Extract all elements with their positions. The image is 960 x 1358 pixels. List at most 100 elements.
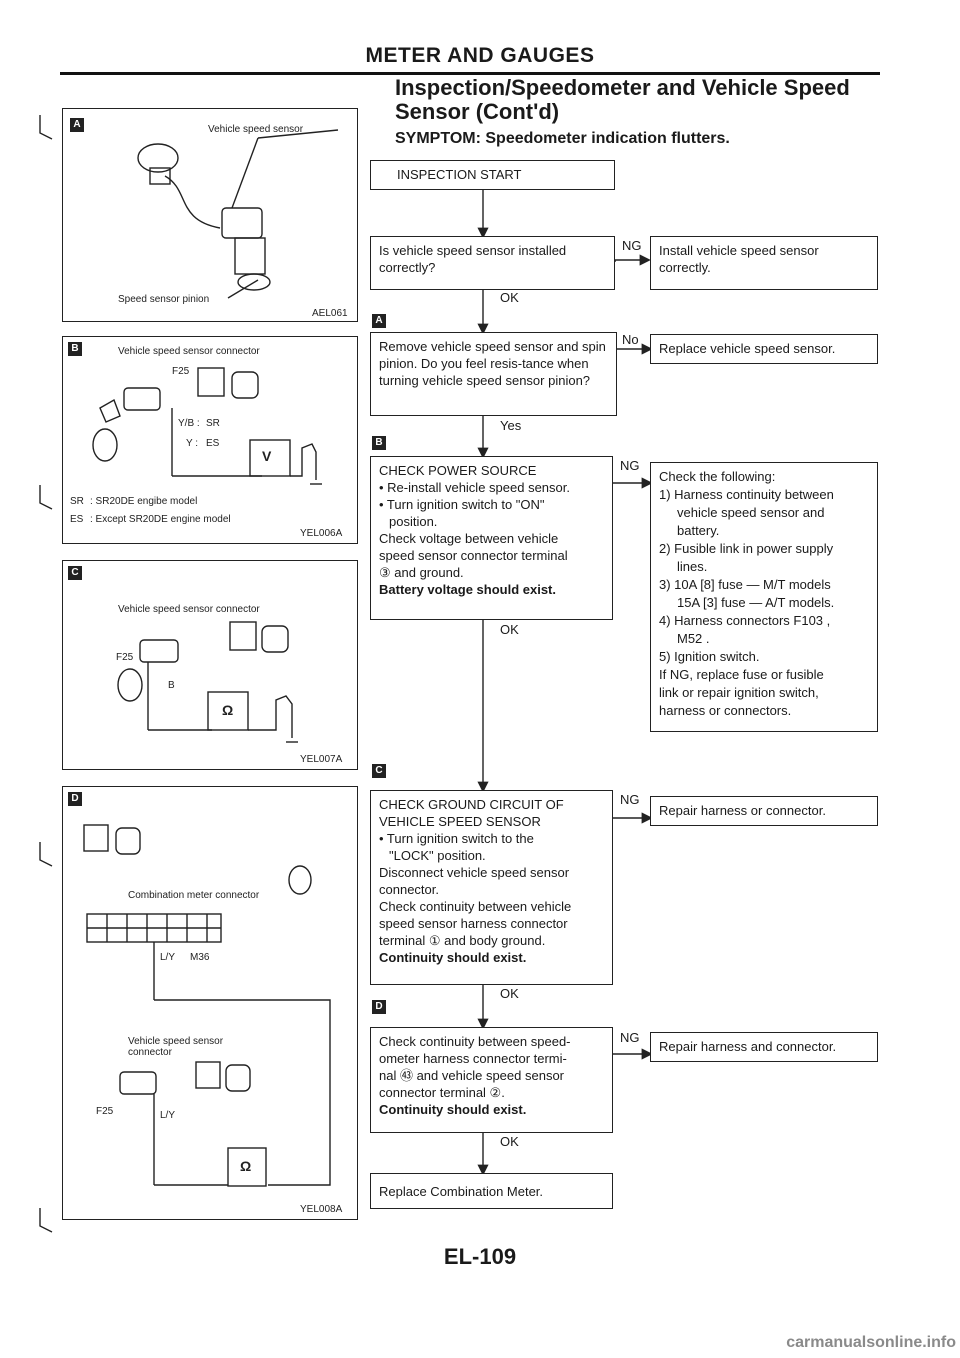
figure-c-title: Vehicle speed sensor connector xyxy=(118,604,260,615)
q3-action-line-10: M52 . xyxy=(677,631,710,646)
figure-d-connector-bottom: F25 xyxy=(96,1106,114,1117)
figure-c-code: YEL007A xyxy=(300,754,343,765)
figure-d-code: YEL008A xyxy=(300,1204,343,1215)
q1-ok-label: OK xyxy=(500,290,519,305)
figure-d-combination-label: Combination meter connector xyxy=(128,890,260,901)
q1-ng-label: NG xyxy=(622,238,642,253)
q4-ng-label: NG xyxy=(620,792,640,807)
figure-b-note1: : SR20DE engibe model xyxy=(90,496,198,507)
figure-b-note2: : Except SR20DE engine model xyxy=(90,514,231,525)
q5-line-2: ometer harness connector termi- xyxy=(379,1051,567,1066)
figure-b-note2-tag: ES xyxy=(70,514,84,525)
q3-ng-label: NG xyxy=(620,458,640,473)
figure-b-meter: V xyxy=(262,448,272,464)
figure-b-panel xyxy=(62,336,358,544)
q3-title: CHECK POWER SOURCE xyxy=(379,463,537,478)
q2-box: Remove vehicle speed sensor and spin pin… xyxy=(370,332,617,416)
figure-b-wire2-tag: ES xyxy=(206,438,220,449)
q4-badge: C xyxy=(372,764,386,778)
symptom-text: SYMPTOM: Speedometer indication flutters… xyxy=(395,130,730,147)
q4-line-5: Disconnect vehicle speed sensor xyxy=(379,865,570,880)
figure-b-connector: F25 xyxy=(172,366,190,377)
q4-expected: Continuity should exist. xyxy=(379,950,527,965)
q3-action-line-11: 5) Ignition switch. xyxy=(659,649,760,664)
figure-c-panel xyxy=(62,560,358,770)
figure-a-code: AEL061 xyxy=(312,308,348,319)
figure-d-wire-top: L/Y xyxy=(160,952,176,963)
q3-action-line-4: battery. xyxy=(677,523,720,538)
q3-action-line-8: 15A [3] fuse — A/T models. xyxy=(677,595,835,610)
figure-a-panel xyxy=(62,108,358,322)
q3-action-line-5: 2) Fusible link in power supply xyxy=(659,541,834,556)
q4-ok-label: OK xyxy=(500,986,519,1001)
q3-line-6: ③ and ground. xyxy=(379,565,464,580)
q3-action-line-14: harness or connectors. xyxy=(659,703,792,718)
figure-c-connector: F25 xyxy=(116,652,134,663)
q3-action-line-6: lines. xyxy=(677,559,708,574)
q3-action-line-13: link or repair ignition switch, xyxy=(659,685,819,700)
figure-b-wire2: Y : xyxy=(186,438,199,449)
q3-box: CHECK POWER SOURCE • Re-install vehicle … xyxy=(370,456,613,620)
q5-badge: D xyxy=(372,1000,386,1014)
figure-a-pinion-label: Speed sensor pinion xyxy=(118,294,210,305)
figure-b-title: Vehicle speed sensor connector xyxy=(118,346,260,357)
q3-action-line-9: 4) Harness connectors F103 , xyxy=(659,613,831,628)
figure-d-badge: D xyxy=(68,792,82,806)
q3-badge: B xyxy=(372,436,386,450)
q1-action-box: Install vehicle speed sensor correctly. xyxy=(650,236,878,290)
q5-expected: Continuity should exist. xyxy=(379,1102,527,1117)
figure-c-meter: Ω xyxy=(222,702,234,718)
header-rule xyxy=(60,72,880,75)
figure-b-code: YEL006A xyxy=(300,528,343,539)
q3-action-line-7: 3) 10A [8] fuse — M/T models xyxy=(659,577,831,592)
figure-d-panel xyxy=(62,786,358,1220)
figure-c-wire: B xyxy=(168,680,175,691)
q4-line-9: terminal ① and body ground. xyxy=(379,933,546,948)
figure-a-badge: A xyxy=(70,118,84,132)
q3-action-box: Check the following: 1) Harness continui… xyxy=(650,462,878,732)
q4-line-7: Check continuity between vehicle xyxy=(379,899,572,914)
q4-line-1: CHECK GROUND CIRCUIT OF xyxy=(379,797,564,812)
figure-b-note1-tag: SR xyxy=(70,496,84,507)
q5-line-4: connector terminal ②. xyxy=(379,1085,505,1100)
q4-line-8: speed sensor harness connector xyxy=(379,916,568,931)
section-header: METER AND GAUGES xyxy=(365,44,595,67)
watermark: carmanualsonline.info xyxy=(786,1334,956,1351)
q3-line-2: • Turn ignition switch to "ON" xyxy=(379,497,545,512)
figure-a-sensor-label: Vehicle speed sensor xyxy=(208,124,304,135)
q3-action-line-12: If NG, replace fuse or fusible xyxy=(659,667,824,682)
q3-line-1: • Re-install vehicle speed sensor. xyxy=(379,480,570,495)
figure-c-badge: C xyxy=(68,566,82,580)
figure-b-badge: B xyxy=(68,342,82,356)
q4-line-4: "LOCK" position. xyxy=(389,848,486,863)
q3-line-5: speed sensor connector terminal xyxy=(379,548,568,563)
figure-d-wire-bottom: L/Y xyxy=(160,1110,176,1121)
q2-yes-label: Yes xyxy=(500,418,522,433)
q5-box: Check continuity between speed- ometer h… xyxy=(370,1027,613,1133)
page-title: Inspection/Speedometer and Vehicle Speed… xyxy=(395,75,850,124)
q4-line-2: VEHICLE SPEED SENSOR xyxy=(379,814,541,829)
q5-line-1: Check continuity between speed- xyxy=(379,1034,571,1049)
q3-line-3: position. xyxy=(389,514,438,529)
q4-action-box: Repair harness or connector. xyxy=(650,796,878,826)
q3-line-4: Check voltage between vehicle xyxy=(379,531,559,546)
q2-no-label: No xyxy=(622,332,639,347)
q3-action-line-2: 1) Harness continuity between xyxy=(659,487,834,502)
q3-action-line-3: vehicle speed sensor and xyxy=(677,505,825,520)
q5-ng-label: NG xyxy=(620,1030,640,1045)
figure-b-wire1: Y/B : xyxy=(178,418,200,429)
inspection-start-box: INSPECTION START xyxy=(370,160,615,190)
figure-b-wire1-tag: SR xyxy=(206,418,220,429)
end-box: Replace Combination Meter. xyxy=(370,1173,613,1209)
q5-ok-label: OK xyxy=(500,1134,519,1149)
q3-ok-label: OK xyxy=(500,622,519,637)
page-number: EL-109 xyxy=(443,1244,517,1269)
figure-d-meter: Ω xyxy=(240,1158,252,1174)
q4-line-3: • Turn ignition switch to the xyxy=(379,831,534,846)
q2-badge: A xyxy=(372,314,386,328)
q4-line-6: connector. xyxy=(379,882,439,897)
q5-action-box: Repair harness and connector. xyxy=(650,1032,878,1062)
figure-d-connector-top: M36 xyxy=(190,952,210,963)
q5-line-3: nal ㊸ and vehicle speed sensor xyxy=(379,1068,565,1083)
